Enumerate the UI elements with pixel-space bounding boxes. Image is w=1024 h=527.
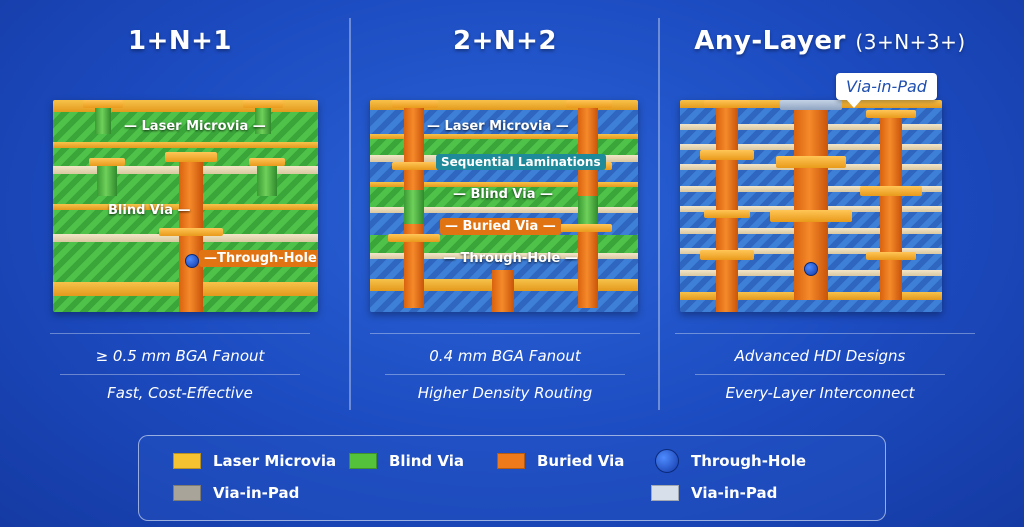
panel-divider <box>658 18 660 410</box>
callout-via-in-pad: Via-in-Pad <box>836 73 937 108</box>
via-in-pad-swatch <box>173 485 201 501</box>
label-sequential-laminations: Sequential Laminations <box>436 154 606 170</box>
legend-item-buried-via: Buried Via <box>497 452 624 470</box>
pcb-stackup: — Laser Microvia — Blind Via — —Through-… <box>53 100 318 312</box>
legend-item-via-in-pad-light: Via-in-Pad <box>651 484 777 502</box>
caption-fanout: ≥ 0.5 mm BGA Fanout <box>95 347 265 365</box>
caption-benefit: Fast, Cost-Effective <box>107 384 253 402</box>
through-hole-dot <box>804 262 818 276</box>
caption-fanout: Advanced HDI Designs <box>734 347 906 365</box>
through-hole-dot <box>185 254 199 268</box>
panel-title: 2+N+2 <box>452 26 557 56</box>
caption-benefit: Every-Layer Interconnect <box>725 384 915 402</box>
laser-microvia-swatch <box>173 453 201 469</box>
via-in-pad-swatch <box>651 485 679 501</box>
divider <box>385 374 625 375</box>
legend-label: Via-in-Pad <box>213 484 300 502</box>
label-through-hole: — Through-Hole — <box>443 251 578 266</box>
pcb-stackup <box>680 100 942 312</box>
panel-any-layer: Any-Layer (3+N+3+) Via <box>665 0 995 410</box>
label-blind-via: — Blind Via — <box>453 187 554 202</box>
divider <box>675 333 975 334</box>
label-through-hole: —Through-Hole <box>199 250 318 267</box>
label-blind-via: Blind Via — <box>108 203 191 218</box>
legend-label: Buried Via <box>537 452 625 470</box>
label-buried-via: — Buried Via — <box>440 218 561 235</box>
legend: Laser Microvia Blind Via Buried Via Thro… <box>138 435 886 521</box>
blind-via-swatch <box>349 453 377 469</box>
panel-title: 1+N+1 <box>127 26 232 56</box>
legend-item-laser-microvia: Laser Microvia <box>173 452 336 470</box>
panel-1n1: 1+N+1 — Laser Microvia — Blind Via — —Th… <box>30 0 330 410</box>
label-laser-microvia: — Laser Microvia — <box>427 119 569 134</box>
through-hole-swatch <box>655 449 679 473</box>
divider <box>370 333 640 334</box>
legend-item-through-hole: Through-Hole <box>655 449 806 473</box>
panel-divider <box>349 18 351 410</box>
label-laser-microvia: — Laser Microvia — <box>124 119 266 134</box>
pcb-stackup: — Laser Microvia — Sequential Lamination… <box>370 100 638 312</box>
panel-2n2: 2+N+2 — Laser Microvia — Sequential Lami… <box>355 0 655 410</box>
legend-item-via-in-pad-gray: Via-in-Pad <box>173 484 299 502</box>
buried-via-swatch <box>497 453 525 469</box>
legend-label: Laser Microvia <box>213 452 337 470</box>
caption-benefit: Higher Density Routing <box>417 384 593 402</box>
legend-item-blind-via: Blind Via <box>349 452 464 470</box>
panel-title: Any-Layer (3+N+3+) <box>694 26 966 56</box>
divider <box>60 374 300 375</box>
divider <box>695 374 945 375</box>
caption-fanout: 0.4 mm BGA Fanout <box>429 347 581 365</box>
legend-label: Via-in-Pad <box>691 484 778 502</box>
legend-label: Through-Hole <box>691 452 807 470</box>
legend-label: Blind Via <box>389 452 464 470</box>
divider <box>50 333 310 334</box>
